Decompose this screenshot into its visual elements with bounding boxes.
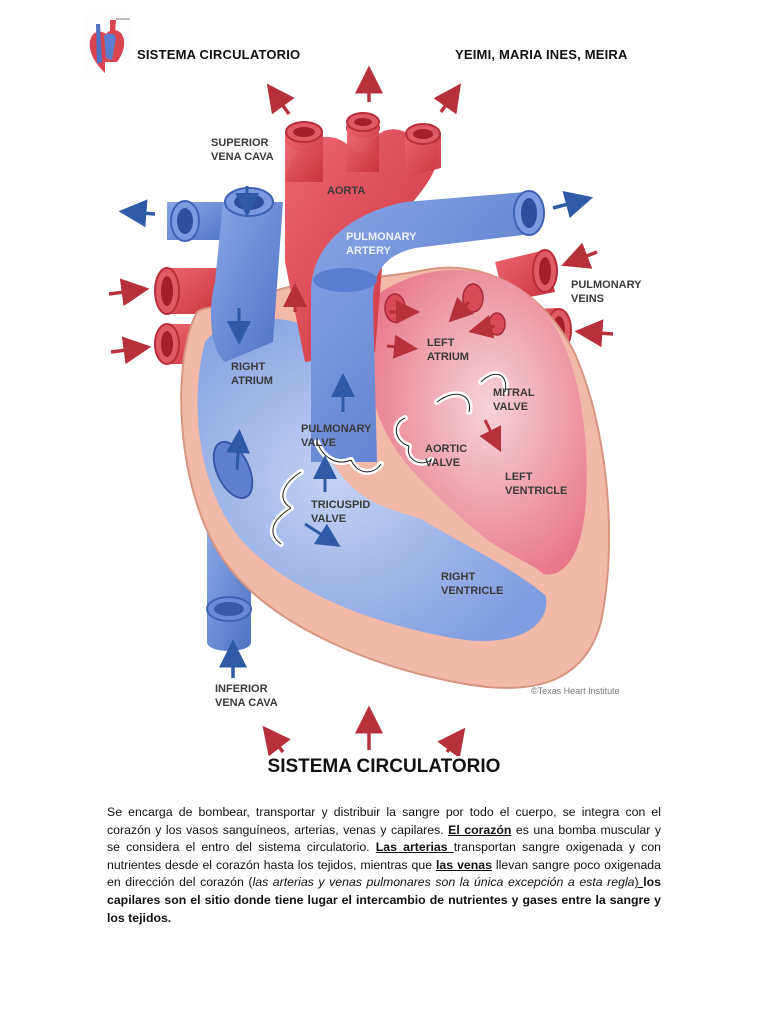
label-tricuspid-valve-1: TRICUSPID (311, 499, 370, 511)
label-superior-vena-cava-2: VENA CAVA (211, 151, 274, 163)
label-pulmonary-veins-1: PULMONARY (571, 279, 642, 291)
label-right-ventricle-2: VENTRICLE (441, 585, 503, 597)
left-heart-chambers (368, 269, 587, 575)
label-pulmonary-artery-1: PULMONARY (346, 231, 417, 243)
label-aortic-valve-2: VALVE (425, 457, 460, 469)
label-aorta: AORTA (327, 185, 365, 197)
text-segment-4: llevan sangre poco oxigenada en direcció… (107, 857, 661, 890)
term-arterias: Las arterias (375, 840, 454, 855)
term-corazon: El corazón (448, 822, 512, 837)
valve-leaflets-outline (272, 373, 507, 545)
image-credit: ©Texas Heart Institute (531, 686, 620, 696)
label-mitral-valve-1: MITRAL (493, 387, 535, 399)
label-pulmonary-veins-2: VEINS (571, 293, 604, 305)
heart-diagram: SUPERIOR VENA CAVA AORTA PULMONARY ARTER… (105, 62, 662, 756)
label-superior-vena-cava-1: SUPERIOR (211, 137, 269, 149)
label-left-atrium-1: LEFT (427, 337, 455, 349)
label-left-ventricle-1: LEFT (505, 471, 533, 483)
label-left-atrium-2: ATRIUM (427, 351, 469, 363)
text-segment-5: los capilares son el sitio donde tiene l… (107, 875, 661, 925)
label-inferior-vena-cava-2: VENA CAVA (215, 697, 278, 709)
text-segment-2: es una bomba muscular y se considera el … (107, 822, 662, 855)
text-exception-note: las arterias y venas pulmonares son la ú… (252, 875, 635, 890)
internal-flow-arrows (226, 186, 502, 547)
external-flow-arrows (108, 65, 614, 756)
body-paragraph: Se encarga de bombear, transportar y dis… (107, 804, 661, 927)
label-tricuspid-valve-2: VALVE (311, 513, 346, 525)
text-segment-1: Se encarga de bombear, transportar y dis… (107, 805, 661, 837)
label-pulmonary-valve-1: PULMONARY (301, 423, 372, 435)
text-segment-3: transportan sangre oxigenada y con nutri… (107, 840, 661, 872)
header-course-title: SISTEMA CIRCULATORIO (137, 47, 301, 62)
label-aortic-valve-1: AORTIC (425, 443, 467, 455)
label-right-atrium-1: RIGHT (231, 361, 266, 373)
label-inferior-vena-cava-1: INFERIOR (215, 683, 268, 695)
term-venas: las venas (436, 857, 492, 872)
label-right-ventricle-1: RIGHT (441, 571, 476, 583)
right-heart-chambers (197, 318, 547, 641)
coronary-sinus-opening (212, 440, 254, 500)
text-paren: ) (634, 875, 644, 890)
label-pulmonary-artery-2: ARTERY (346, 245, 391, 257)
label-mitral-valve-2: VALVE (493, 401, 528, 413)
header-authors: YEIMI, MARIA INES, MEIRA (455, 47, 628, 62)
label-left-ventricle-2: VENTRICLE (505, 485, 567, 497)
document-title: SISTEMA CIRCULATORIO (267, 756, 501, 777)
label-pulmonary-valve-2: VALVE (301, 437, 336, 449)
label-right-atrium-2: ATRIUM (231, 375, 273, 387)
pulmonary-artery (311, 190, 545, 462)
